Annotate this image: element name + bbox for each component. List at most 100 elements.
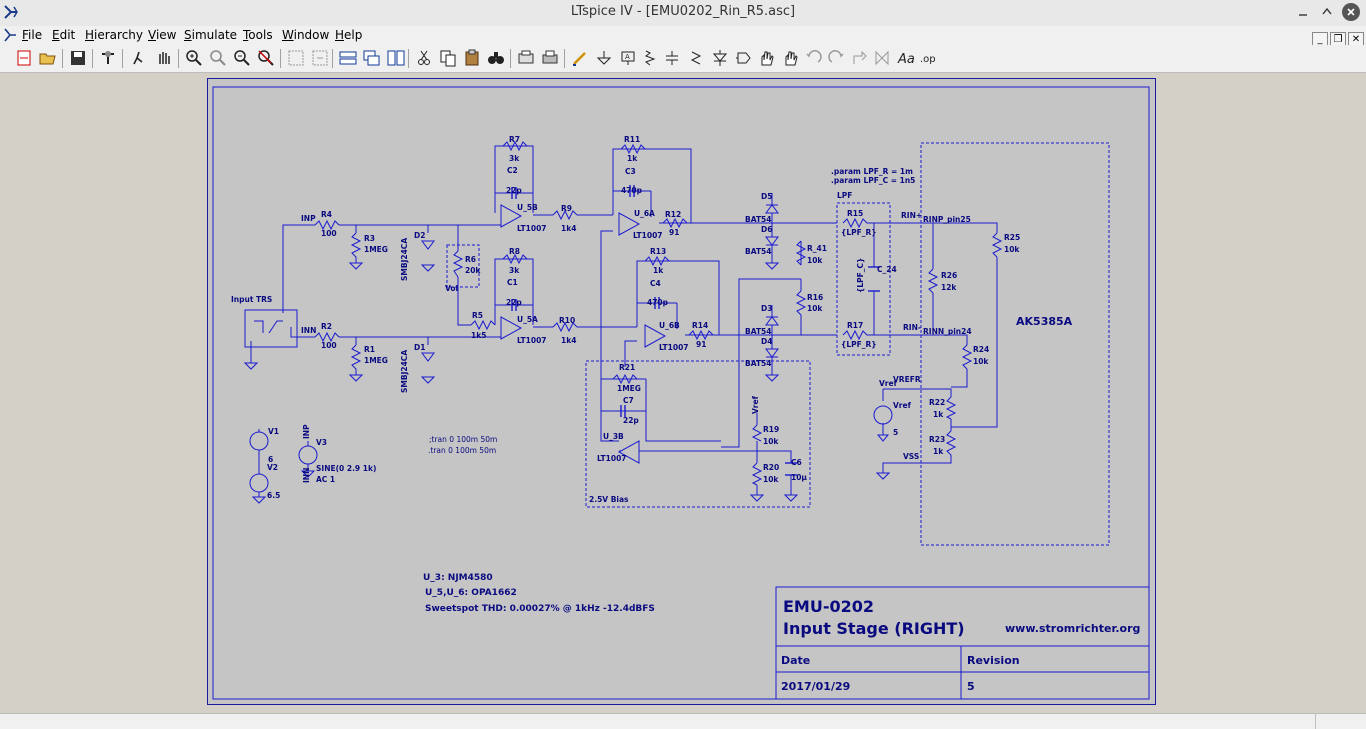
spice-directive-icon[interactable]: .op (918, 48, 938, 68)
move-icon[interactable] (756, 48, 776, 68)
toolbar-separator (92, 49, 93, 68)
status-bar (0, 713, 1366, 729)
v2-label: V2 (267, 463, 278, 472)
draw-wire-icon[interactable] (570, 48, 590, 68)
close-button[interactable] (1342, 3, 1360, 21)
toolbar-separator (510, 49, 511, 68)
minimize-button[interactable] (1294, 3, 1312, 21)
menu-hierarchy[interactable]: Hierarchy (85, 28, 144, 42)
inp-net-label: INP (301, 214, 316, 223)
param-lpf-r: .param LPF_R = 1m (831, 167, 913, 176)
lpf-label: LPF (837, 191, 852, 200)
rin-plus-label: RIN+ (901, 211, 922, 220)
u5b-part: LT1007 (517, 224, 547, 233)
menu-simulate[interactable]: Simulate (184, 28, 238, 42)
zoom-fit-icon[interactable] (256, 48, 276, 68)
r10-value: 1k4 (561, 336, 576, 345)
copy-icon[interactable] (438, 48, 458, 68)
menu-view[interactable]: View (148, 28, 177, 42)
toolbar-separator (280, 49, 281, 68)
menu-window[interactable]: Window (282, 28, 330, 42)
text-icon[interactable]: Aa (896, 48, 916, 68)
u6b-label: U_6B (659, 321, 680, 330)
u5a-label: U_5A (517, 315, 538, 324)
paste-icon[interactable] (462, 48, 482, 68)
undo-icon[interactable] (804, 48, 824, 68)
menu-tools[interactable]: Tools (243, 28, 273, 42)
schematic-sheet[interactable]: R7 3k C2 22p U_5B LT1007 R11 1k C3 470p … (207, 78, 1156, 705)
redo-icon[interactable] (826, 48, 846, 68)
svg-text:Aa: Aa (897, 52, 915, 67)
r8-value: 3k (509, 266, 520, 275)
rinn-pin-label: RINN_pin24 (923, 327, 972, 336)
d3-label: D3 (761, 304, 772, 313)
cursor-icon[interactable] (310, 48, 330, 68)
diode-icon[interactable] (710, 48, 730, 68)
cascade-icon[interactable] (362, 48, 382, 68)
r9-value: 1k4 (561, 224, 576, 233)
print-preview-icon[interactable] (516, 48, 536, 68)
open-icon[interactable] (38, 48, 58, 68)
r20-value: 10k (763, 475, 779, 484)
c4-value: 470p (647, 298, 669, 307)
project-title: EMU-0202 (783, 597, 874, 616)
rin-minus-label: RIN- (903, 323, 921, 332)
tile-vertical-icon[interactable] (386, 48, 406, 68)
autorange-icon[interactable] (286, 48, 306, 68)
v1-value: 6 (268, 455, 273, 464)
r8-label: R8 (509, 247, 520, 256)
tile-horizontal-icon[interactable] (338, 48, 358, 68)
print-icon[interactable] (540, 48, 560, 68)
r17-value: {LPF_R} (841, 340, 877, 349)
capacitor-icon[interactable] (662, 48, 682, 68)
run-icon[interactable] (128, 48, 148, 68)
menu-help[interactable]: Help (335, 28, 363, 42)
r9-label: R9 (561, 204, 572, 213)
u3b-label: U_3B (603, 432, 624, 441)
r41-label: R_41 (807, 244, 827, 253)
pan-icon[interactable] (208, 48, 228, 68)
revision-header: Revision (967, 654, 1020, 667)
v3-label: V3 (316, 438, 327, 447)
status-grip (1315, 714, 1366, 729)
u3b-part: LT1007 (597, 454, 627, 463)
new-schematic-icon[interactable] (14, 48, 34, 68)
find-icon[interactable] (486, 48, 506, 68)
r21-value: 1MEG (617, 384, 641, 393)
schematic-canvas[interactable]: R7 3k C2 22p U_5B LT1007 R11 1k C3 470p … (208, 79, 1155, 704)
r3-value: 1MEG (364, 245, 388, 254)
ground-icon[interactable] (594, 48, 614, 68)
zoom-in-icon[interactable] (184, 48, 204, 68)
note-u3: U_3: NJM4580 (423, 573, 493, 583)
inductor-icon[interactable] (686, 48, 706, 68)
menu-file[interactable]: File (22, 28, 43, 42)
halt-icon[interactable] (154, 48, 174, 68)
d4-label: D4 (761, 337, 772, 346)
label-net-icon[interactable]: A (618, 48, 638, 68)
mdi-controls: _❐✕ (1310, 27, 1364, 48)
r24-value: 10k (973, 357, 989, 366)
rotate-icon[interactable] (850, 48, 870, 68)
r2-value: 100 (321, 341, 337, 350)
r23-label: R23 (929, 435, 945, 444)
save-icon[interactable] (68, 48, 88, 68)
r26-value: 12k (941, 283, 957, 292)
document-icon[interactable] (3, 27, 19, 43)
r15-label: R15 (847, 209, 863, 218)
d3-part: BAT54 (745, 327, 772, 336)
mirror-icon[interactable] (872, 48, 892, 68)
zoom-out-icon[interactable] (232, 48, 252, 68)
bias-block-label: 2.5V Bias (589, 495, 629, 504)
toolbar-separator (62, 49, 63, 68)
component-icon[interactable] (734, 48, 754, 68)
cut-icon[interactable] (414, 48, 434, 68)
r4-label: R4 (321, 210, 332, 219)
control-panel-icon[interactable] (98, 48, 118, 68)
menu-edit[interactable]: Edit (52, 28, 76, 42)
r11-value: 1k (627, 154, 638, 163)
d5-label: D5 (761, 192, 772, 201)
drag-icon[interactable] (780, 48, 800, 68)
resistor-icon[interactable] (640, 48, 660, 68)
vss-net-label: VSS (903, 452, 919, 461)
maximize-button[interactable] (1318, 3, 1336, 21)
